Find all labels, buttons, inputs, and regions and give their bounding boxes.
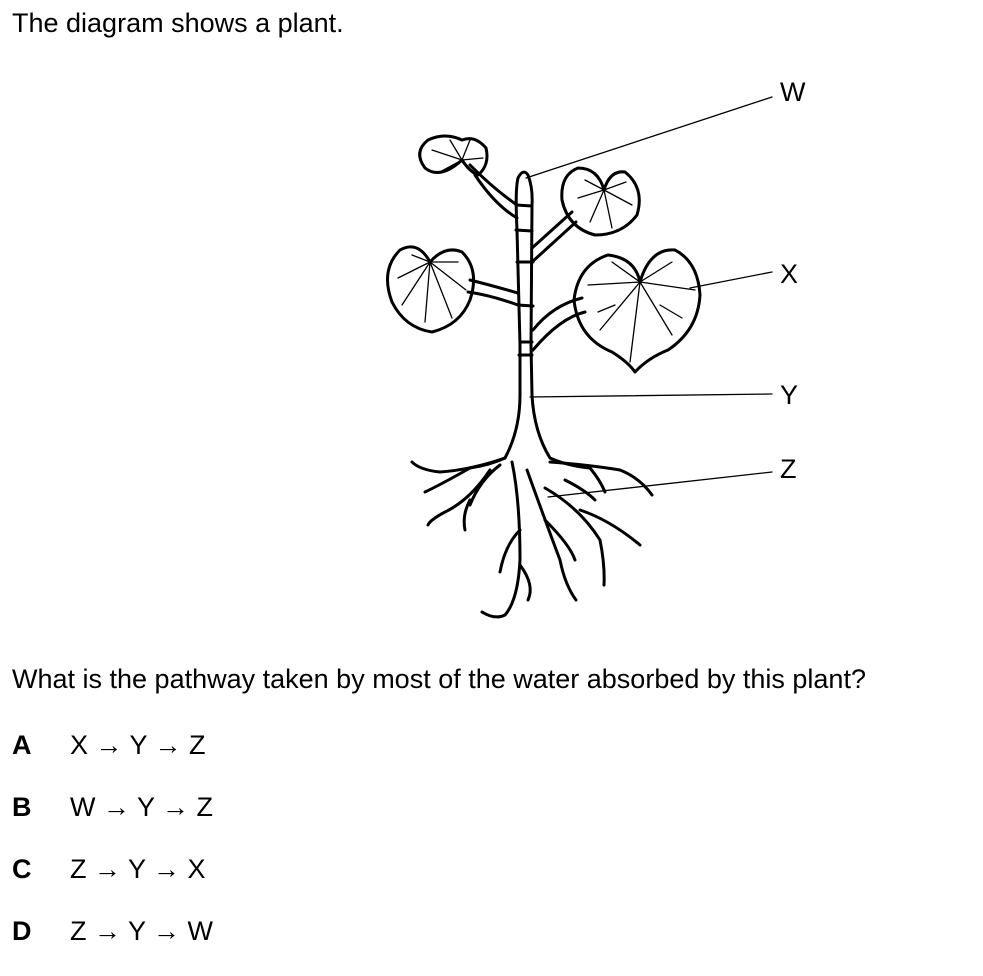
- label-y: Y: [780, 380, 798, 410]
- leader-line-w: [525, 96, 773, 179]
- option-d-letter: D: [12, 916, 32, 946]
- leaf-middle-right: [572, 248, 702, 374]
- question-text: What is the pathway taken by most of the…: [12, 664, 866, 694]
- label-w: W: [780, 77, 806, 107]
- intro-text: The diagram shows a plant.: [12, 8, 344, 38]
- option-a-letter: A: [12, 730, 32, 760]
- label-x: X: [780, 259, 798, 289]
- leaf-middle-left: [386, 245, 476, 334]
- label-z: Z: [780, 454, 797, 484]
- leaf-stalks: [466, 163, 587, 352]
- leaf-top-right: [560, 166, 641, 237]
- option-c-letter: C: [12, 854, 32, 884]
- plant-diagram: W X Y Z: [386, 77, 806, 619]
- label-lines: [525, 96, 773, 498]
- leader-line-x: [689, 271, 773, 289]
- leaf-top-left: [418, 134, 489, 177]
- option-b-text: W → Y → Z: [70, 792, 214, 822]
- option-b-letter: B: [12, 792, 32, 822]
- option-d-text: Z → Y → W: [70, 916, 214, 946]
- option-a-text: X → Y → Z: [70, 730, 206, 760]
- option-c-text: Z → Y → X: [70, 854, 206, 884]
- plant-roots: [410, 456, 654, 619]
- leader-line-z: [547, 471, 773, 498]
- plant-stem: [468, 170, 592, 470]
- leader-line-y: [529, 393, 773, 398]
